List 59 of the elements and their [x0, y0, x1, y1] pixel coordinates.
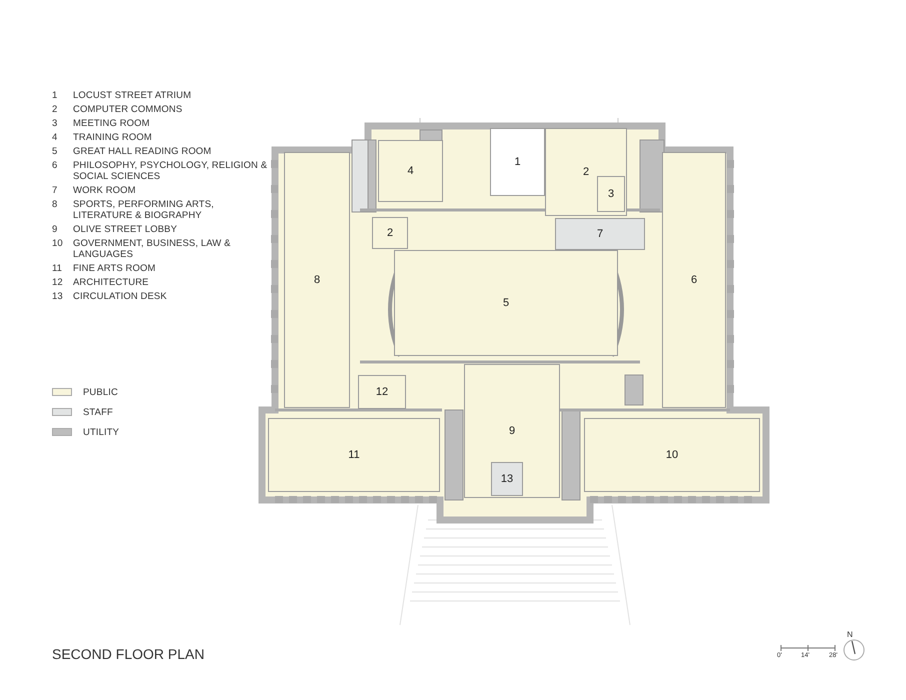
- key-number: 13: [52, 291, 63, 302]
- legend-label: PUBLIC: [83, 387, 118, 398]
- key-number: 6: [52, 160, 58, 171]
- room-area: [555, 218, 645, 250]
- room-number: 3: [608, 188, 614, 200]
- room-number: 6: [690, 274, 698, 286]
- key-number: 4: [52, 132, 58, 143]
- plan-title: SECOND FLOOR PLAN: [52, 646, 204, 662]
- key-label: COMPUTER COMMONS: [73, 104, 184, 115]
- room-area: [584, 418, 760, 492]
- key-number: 7: [52, 185, 58, 196]
- key-number: 1: [52, 90, 58, 101]
- room-area: [358, 375, 406, 409]
- key-number: 3: [52, 118, 58, 129]
- room-number: 10: [666, 449, 678, 461]
- room-area: [545, 128, 627, 216]
- key-label: WORK ROOM: [73, 185, 137, 196]
- key-number: 9: [52, 224, 58, 235]
- room-area: [490, 128, 545, 196]
- room-number: 8: [314, 274, 320, 286]
- key-number: 5: [52, 146, 58, 157]
- legend-label: UTILITY: [83, 427, 120, 438]
- key-label: GREAT HALL READING ROOM: [73, 146, 212, 157]
- room-area: [378, 140, 443, 202]
- key-number: 11: [52, 263, 62, 274]
- legend-label: STAFF: [83, 407, 113, 418]
- room-number: 5: [502, 297, 510, 309]
- room-number: 2: [386, 227, 394, 239]
- room-number: 9: [508, 425, 516, 437]
- room-area: [284, 152, 350, 408]
- key-label: SPORTS, PERFORMING ARTS, LITERATURE & BIOGRAPHY: [73, 199, 215, 221]
- room-number: 11: [348, 449, 360, 461]
- room-area: [662, 152, 726, 408]
- room-number: 1: [514, 156, 521, 168]
- room-number: 7: [596, 228, 604, 240]
- key-label: OLIVE STREET LOBBY: [73, 224, 178, 235]
- key-number: 8: [52, 199, 58, 210]
- room-area: [491, 462, 523, 496]
- key-label: TRAINING ROOM: [73, 132, 153, 143]
- room-number: 2: [582, 166, 590, 178]
- key-number: 2: [52, 104, 58, 115]
- room-number: 12: [376, 386, 388, 398]
- key-label: GOVERNMENT, BUSINESS, LAW & LANGUAGES: [73, 238, 232, 260]
- key-label: MEETING ROOM: [73, 118, 151, 129]
- key-label: FINE ARTS ROOM: [73, 263, 157, 274]
- key-number: 12: [52, 277, 63, 288]
- key-label: LOCUST STREET ATRIUM: [73, 90, 192, 101]
- room-area: [464, 364, 560, 498]
- room-area: [394, 250, 618, 356]
- room-number: 4: [407, 165, 414, 177]
- key-number: 10: [52, 238, 63, 249]
- key-label: PHILOSOPHY, PSYCHOLOGY, RELIGION & SOCIAL SCIENCES: [73, 160, 268, 182]
- room-number: 13: [500, 473, 514, 485]
- key-label: CIRCULATION DESK: [73, 291, 168, 302]
- north-label: N: [847, 630, 853, 639]
- key-label: ARCHITECTURE: [73, 277, 150, 288]
- room-area: [268, 418, 440, 492]
- room-area: [372, 217, 408, 249]
- room-area: [597, 176, 625, 212]
